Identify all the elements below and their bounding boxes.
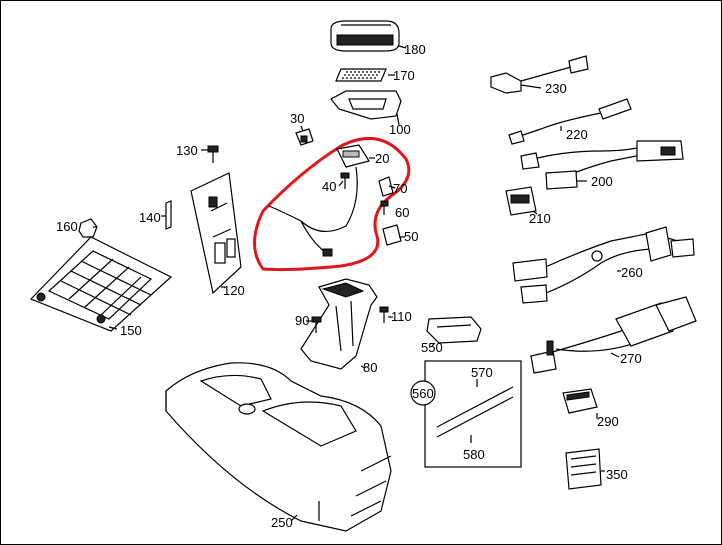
callout-160: 160	[56, 219, 78, 234]
callout-210: 210	[529, 211, 551, 226]
callout-170: 170	[393, 68, 415, 83]
highlight-outline	[253, 137, 411, 272]
callout-40: 40	[322, 179, 336, 194]
callout-560: 560	[412, 386, 434, 401]
callout-230: 230	[545, 81, 567, 96]
callout-290: 290	[597, 414, 619, 429]
part-220-cable	[508, 98, 632, 145]
part-20-cable	[268, 166, 358, 254]
part-20-cover	[336, 144, 370, 168]
callout-70: 70	[393, 181, 407, 196]
callout-560-circle	[410, 380, 436, 406]
part-230-cable	[490, 55, 589, 94]
part-170-mat	[335, 68, 387, 82]
callout-150: 150	[120, 323, 142, 338]
callout-220: 220	[566, 127, 588, 142]
part-110-screw	[379, 306, 389, 323]
part-270-harness	[530, 296, 697, 374]
callout-30: 30	[290, 111, 304, 126]
callout-120: 120	[223, 283, 245, 298]
callout-130: 130	[176, 143, 198, 158]
part-560-box	[424, 360, 522, 468]
callout-180: 180	[404, 42, 426, 57]
part-90-screw	[311, 316, 322, 333]
part-130-screw	[207, 145, 219, 163]
callout-580: 580	[463, 447, 485, 462]
callout-20: 20	[375, 151, 389, 166]
part-550-holder	[426, 316, 482, 344]
callout-570: 570	[471, 365, 493, 380]
part-30-clip	[295, 128, 314, 146]
part-350-module	[565, 448, 602, 490]
part-180-lid	[330, 20, 400, 52]
part-200-harness	[520, 140, 684, 190]
callout-260: 260	[621, 265, 643, 280]
part-140-clip	[165, 200, 172, 230]
callout-350: 350	[606, 467, 628, 482]
part-40-screw	[340, 172, 350, 189]
callout-110: 110	[391, 309, 412, 324]
callout-140: 140	[139, 210, 161, 225]
callout-50: 50	[404, 229, 418, 244]
callout-200: 200	[591, 174, 613, 189]
part-50-clamp	[382, 224, 402, 246]
part-60-screw	[380, 200, 389, 215]
part-290-module	[562, 388, 598, 414]
part-100-frame	[330, 90, 402, 120]
callout-100: 100	[389, 122, 411, 137]
callout-250: 250	[271, 515, 293, 530]
callout-80: 80	[363, 360, 377, 375]
part-120-panel	[190, 172, 242, 295]
callout-90: 90	[295, 313, 309, 328]
part-80-bracket	[300, 278, 378, 370]
part-260-harness	[512, 226, 695, 304]
part-210-connector	[505, 186, 537, 216]
part-250-console	[165, 362, 392, 532]
callout-550: 550	[421, 340, 443, 355]
part-160-nut	[78, 218, 98, 238]
part-150-tray	[29, 236, 173, 332]
part-20-plug	[322, 248, 333, 257]
leader-lines	[93, 45, 621, 522]
callout-270: 270	[620, 351, 642, 366]
callout-60: 60	[395, 205, 409, 220]
part-70-clip	[378, 176, 394, 197]
